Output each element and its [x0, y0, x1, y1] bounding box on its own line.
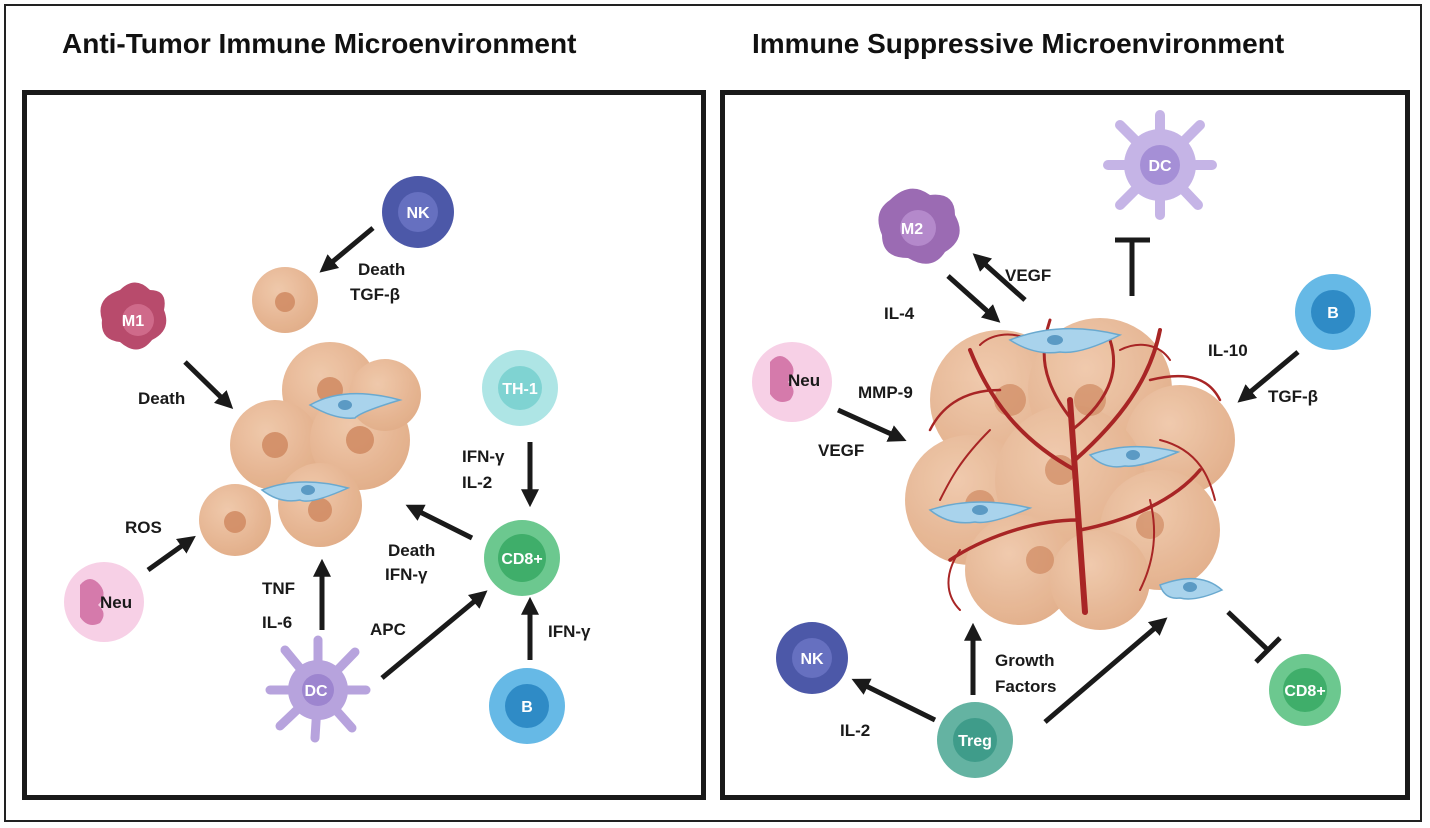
th1-cell: TH-1 [482, 350, 558, 426]
left-dc-label: DC [304, 683, 328, 700]
right-cd8-cell: CD8+ [1269, 654, 1341, 726]
treg-fibroblast-arrow [1043, 617, 1168, 724]
right-panel-title: Immune Suppressive Microenvironment [752, 28, 1285, 59]
tnf-label: TNF [262, 579, 295, 598]
treg-cell: Treg [937, 702, 1013, 778]
left-nk-label: NK [406, 205, 430, 222]
mmp9-label: MMP-9 [858, 383, 913, 402]
vegf-m2-label: VEGF [1005, 266, 1051, 285]
right-fibroblast-4 [1159, 577, 1224, 600]
left-cd8-cell: CD8+ [484, 520, 560, 596]
th1-il2-label: IL-2 [462, 473, 492, 492]
left-b-cell: B [489, 668, 565, 744]
left-neu-label: Neu [100, 593, 132, 612]
m2-cell: M2 [878, 188, 960, 264]
right-nk-cell: NK [776, 622, 848, 694]
right-tumor-cluster [905, 318, 1235, 630]
left-dc-cell: DC [265, 635, 371, 743]
right-cd8-label: CD8+ [1284, 683, 1325, 700]
left-nk-death-label: Death [358, 260, 405, 279]
cd8-death-arrow [405, 504, 474, 541]
left-tumor-cluster [199, 267, 421, 556]
left-cd8-label: CD8+ [501, 551, 542, 568]
apc-label: APC [370, 620, 406, 639]
right-tgf-label: TGF-β [1268, 387, 1318, 406]
cd8-inhibition-line [1226, 610, 1270, 652]
cd8-ifn-label: IFN-γ [385, 565, 428, 584]
vegf-neu-label: VEGF [818, 441, 864, 460]
left-fibroblast-2 [260, 481, 351, 502]
il4-arrow [946, 274, 1001, 323]
left-nk-cell: NK [382, 176, 454, 248]
right-b-cell: B [1295, 274, 1371, 350]
cd8-inhibition-bar [1254, 636, 1282, 664]
right-fibroblast-3 [928, 501, 1033, 524]
il2-label: IL-2 [840, 721, 870, 740]
left-nk-arrow [319, 226, 375, 273]
right-neu-label: Neu [788, 371, 820, 390]
th1-ifn-label: IFN-γ [462, 447, 505, 466]
treg-nk-arrow [851, 678, 937, 723]
neu-tumor-arrow [836, 407, 907, 442]
m1-death-label: Death [138, 389, 185, 408]
m2-label: M2 [901, 221, 923, 238]
m1-arrow [183, 360, 234, 410]
blood-vessels [928, 318, 1222, 615]
left-neu-cell: Neu [64, 562, 144, 642]
right-fibroblast-1 [1008, 327, 1123, 354]
vegf-m2-arrow [972, 253, 1027, 302]
ros-label: ROS [125, 518, 162, 537]
right-fibroblast-2 [1088, 445, 1181, 468]
left-panel-title: Anti-Tumor Immune Microenvironment [62, 28, 577, 59]
b-ifn-label: IFN-γ [548, 622, 591, 641]
growth-label: Growth [995, 651, 1055, 670]
neu-ros-arrow [146, 535, 196, 573]
m1-cell: M1 [100, 282, 167, 350]
left-nk-tgf-label: TGF-β [350, 285, 400, 304]
th1-label: TH-1 [502, 381, 538, 398]
right-neu-cell: Neu [752, 342, 832, 422]
treg-label: Treg [958, 733, 992, 750]
il10-label: IL-10 [1208, 341, 1248, 360]
cd8-death-label: Death [388, 541, 435, 560]
right-b-label: B [1327, 305, 1339, 322]
right-dc-cell: DC [1103, 110, 1217, 220]
b-tumor-arrow [1237, 350, 1300, 403]
left-fibroblast-1 [308, 392, 403, 419]
il6-label: IL-6 [262, 613, 292, 632]
factors-label: Factors [995, 677, 1056, 696]
right-nk-label: NK [800, 651, 824, 668]
left-b-label: B [521, 699, 533, 716]
right-dc-label: DC [1148, 158, 1172, 175]
dc-cd8-arrow [380, 590, 488, 680]
m1-label: M1 [122, 313, 144, 330]
il4-label: IL-4 [884, 304, 915, 323]
